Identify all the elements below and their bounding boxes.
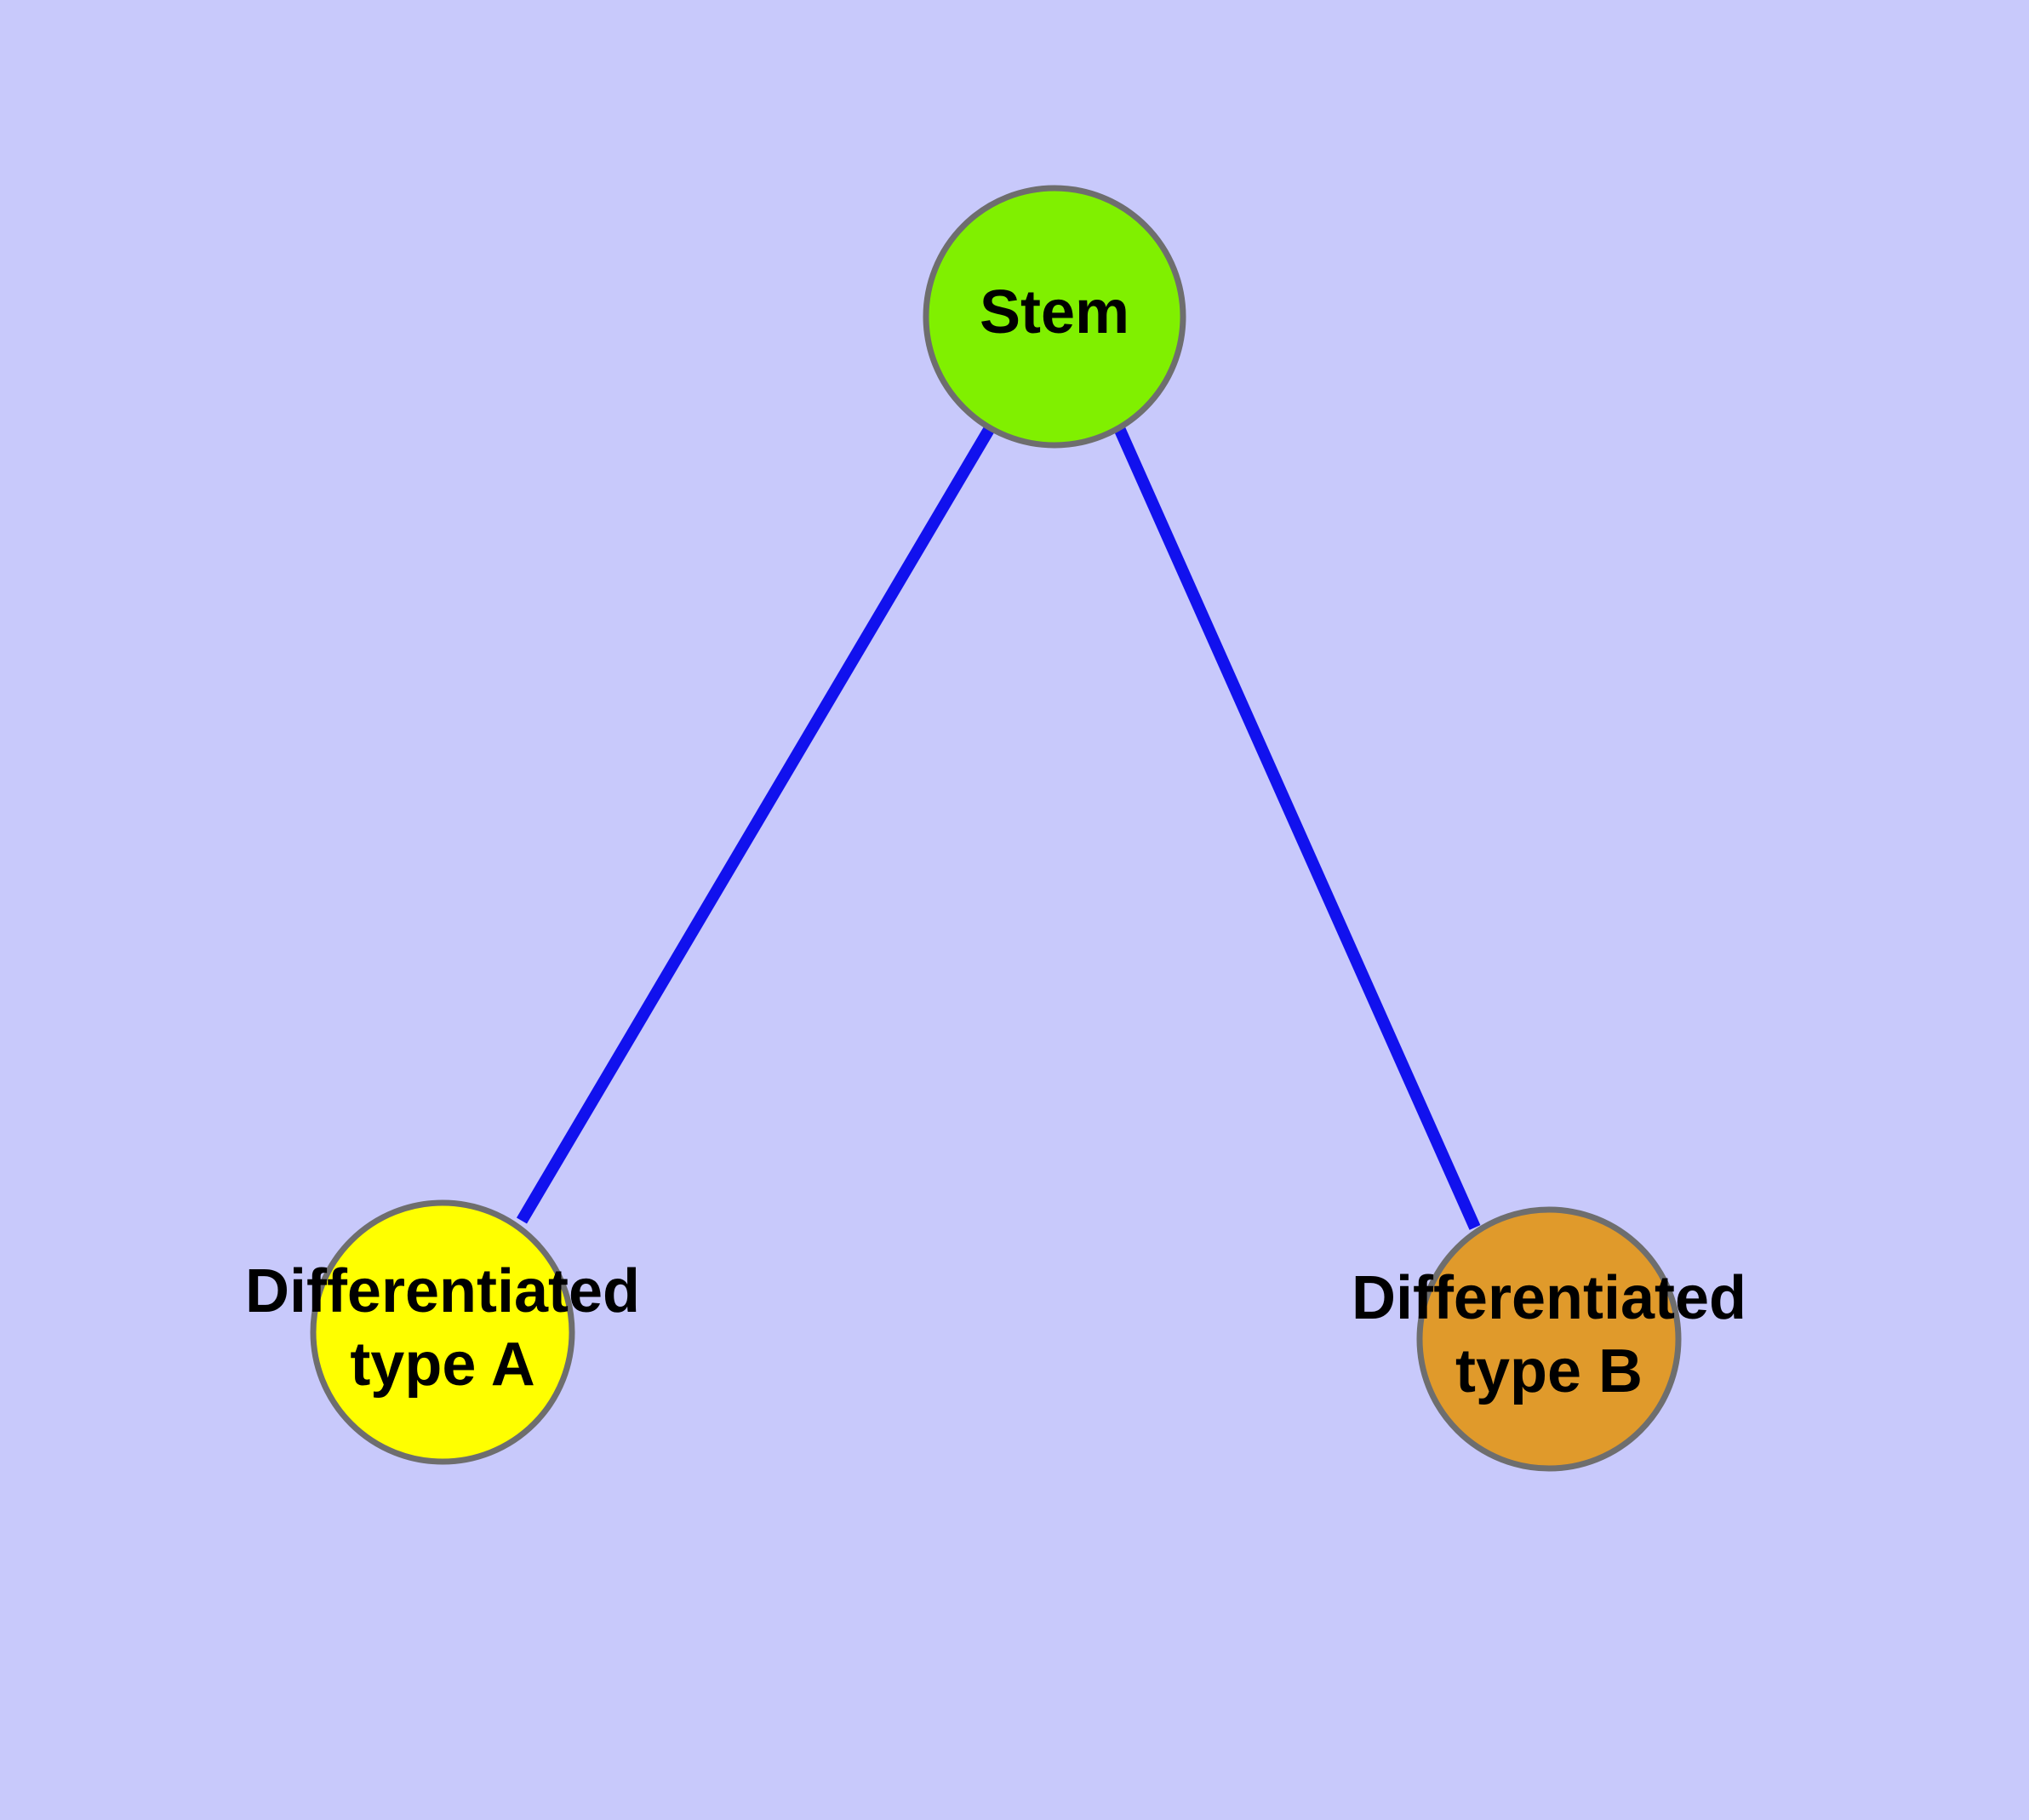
nodes-layer	[310, 185, 1682, 1472]
edge-stem-to-diff-b[interactable]	[1113, 426, 1481, 1230]
node-label-line: Stem	[980, 278, 1129, 346]
node-label-line: Differentiated	[245, 1257, 640, 1325]
node-diff-a[interactable]	[310, 1199, 575, 1465]
node-label-stem: Stem	[980, 278, 1129, 346]
node-diff-b[interactable]	[1416, 1206, 1682, 1472]
node-label-line: type A	[350, 1331, 534, 1399]
node-label-line: Differentiated	[1352, 1264, 1746, 1332]
node-label-line: type B	[1455, 1337, 1643, 1405]
node-stem[interactable]	[923, 185, 1186, 449]
edges-layer	[516, 425, 1481, 1230]
edge-stem-to-diff-a[interactable]	[516, 425, 996, 1224]
